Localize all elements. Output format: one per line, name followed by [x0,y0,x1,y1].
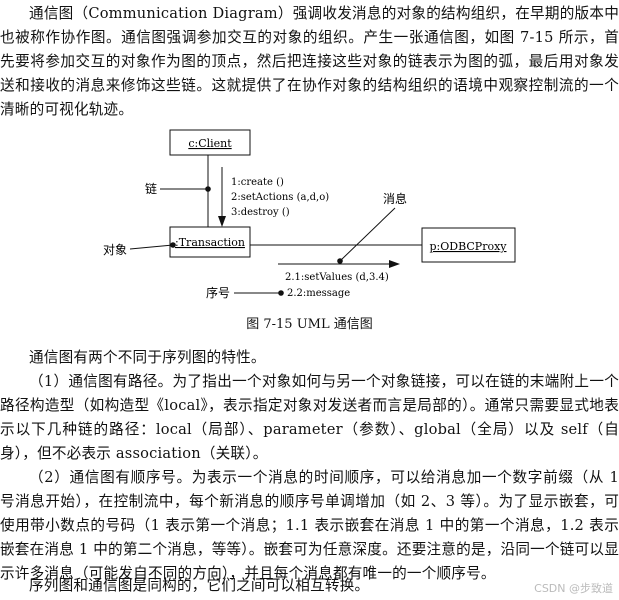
paragraph-features: 通信图有两个不同于序列图的特性。 [29,349,266,366]
message-client-3: 3:destroy () [231,207,290,218]
message-arrowhead-odbc [389,260,400,268]
figure-caption: 图 7-15 UML 通信图 [246,317,373,332]
pointer-sequence-dot [278,290,284,296]
intro-paragraph: 通信图（Communication Diagram）强调收发消息的对象的结构组织… [0,5,619,118]
label-sequence: 序号 [206,285,230,300]
label-object: 对象 [103,243,127,257]
pointer-message-dot [337,258,343,264]
transaction-object-box [169,226,251,258]
client-object-box [169,129,251,156]
message-client-1: 1:create () [231,177,284,188]
message-odbc-2: 2.2:message [287,288,350,299]
odbc-proxy-object-box [421,227,516,263]
paragraph-isomorphic: 序列图和通信图是同构的，它们之间可以相互转换。 [29,577,370,594]
message-client-2: 2:setActions (a,d,o) [231,192,329,203]
odbc-proxy-object-label: p:ODBCProxy [430,240,508,253]
uml-communication-diagram: c:Client :Transaction p:ODBCProxy 1:crea… [0,120,619,335]
pointer-link-dot [205,186,211,192]
label-message: 消息 [383,191,407,206]
pointer-message [339,207,396,262]
paragraph-paths: （1）通信图有路径。为了指出一个对象如何与另一个对象链接，可以在链的末端附上一个… [0,373,619,462]
label-link: 链 [145,181,157,196]
client-object-label: c:Client [188,137,232,150]
watermark: CSDN @步致道 [534,582,613,595]
pointer-object [129,244,174,250]
paragraph-sequence-numbers: （2）通信图有顺序号。为表示一个消息的时间顺序，可以给消息加一个数字前缀（从 1… [0,469,619,582]
pointer-object-dot [170,242,176,248]
message-arrowhead-client [218,216,226,227]
message-odbc-1: 2.1:setValues (d,3.4) [285,272,389,283]
transaction-object-label: :Transaction [175,236,245,249]
